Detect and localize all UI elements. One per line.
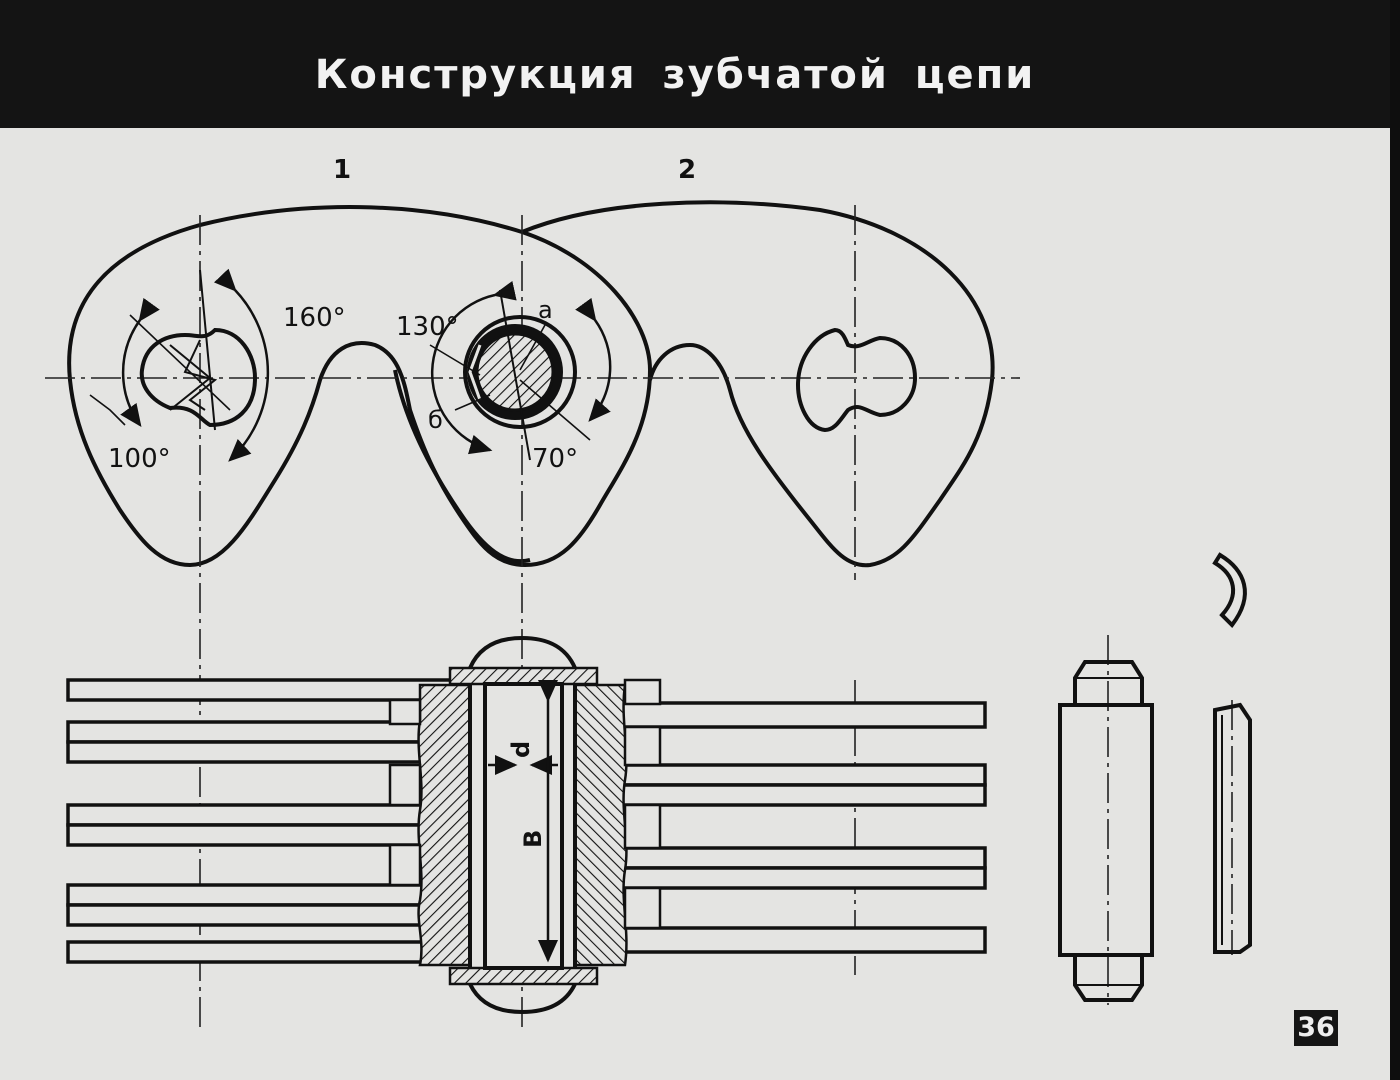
hub-section bbox=[388, 666, 662, 986]
pin-detail bbox=[1058, 660, 1154, 1002]
title-bar: Конструкция зубчатой цепи bbox=[0, 0, 1400, 128]
plate-1-outline bbox=[67, 205, 652, 567]
chain-plan-view bbox=[66, 678, 987, 964]
slide-title: Конструкция зубчатой цепи bbox=[314, 52, 1036, 98]
page-number: 36 bbox=[1294, 1010, 1338, 1046]
plate-side-view bbox=[67, 200, 995, 568]
middle-joint bbox=[463, 315, 577, 429]
plate-2-outline bbox=[521, 200, 995, 568]
plate-2-tooth bbox=[393, 369, 531, 564]
pin bbox=[468, 635, 577, 1015]
angle-annotations bbox=[89, 268, 612, 462]
marker-b: б bbox=[428, 406, 443, 434]
angle-label-100: 100° bbox=[108, 444, 171, 474]
angle-label-160: 160° bbox=[283, 303, 346, 333]
dimension-lines bbox=[488, 680, 558, 963]
dimension-B: B bbox=[519, 830, 547, 848]
frame-edge bbox=[1390, 0, 1400, 1080]
view-label-1: 1 bbox=[333, 155, 351, 185]
right-hole bbox=[795, 327, 918, 433]
liner-detail bbox=[1212, 552, 1252, 954]
angle-label-70: 70° bbox=[532, 444, 578, 474]
view-label-2: 2 bbox=[678, 155, 696, 185]
angle-label-130: 130° bbox=[396, 312, 459, 342]
marker-a: a bbox=[538, 296, 553, 324]
dimension-d: d bbox=[507, 741, 535, 758]
